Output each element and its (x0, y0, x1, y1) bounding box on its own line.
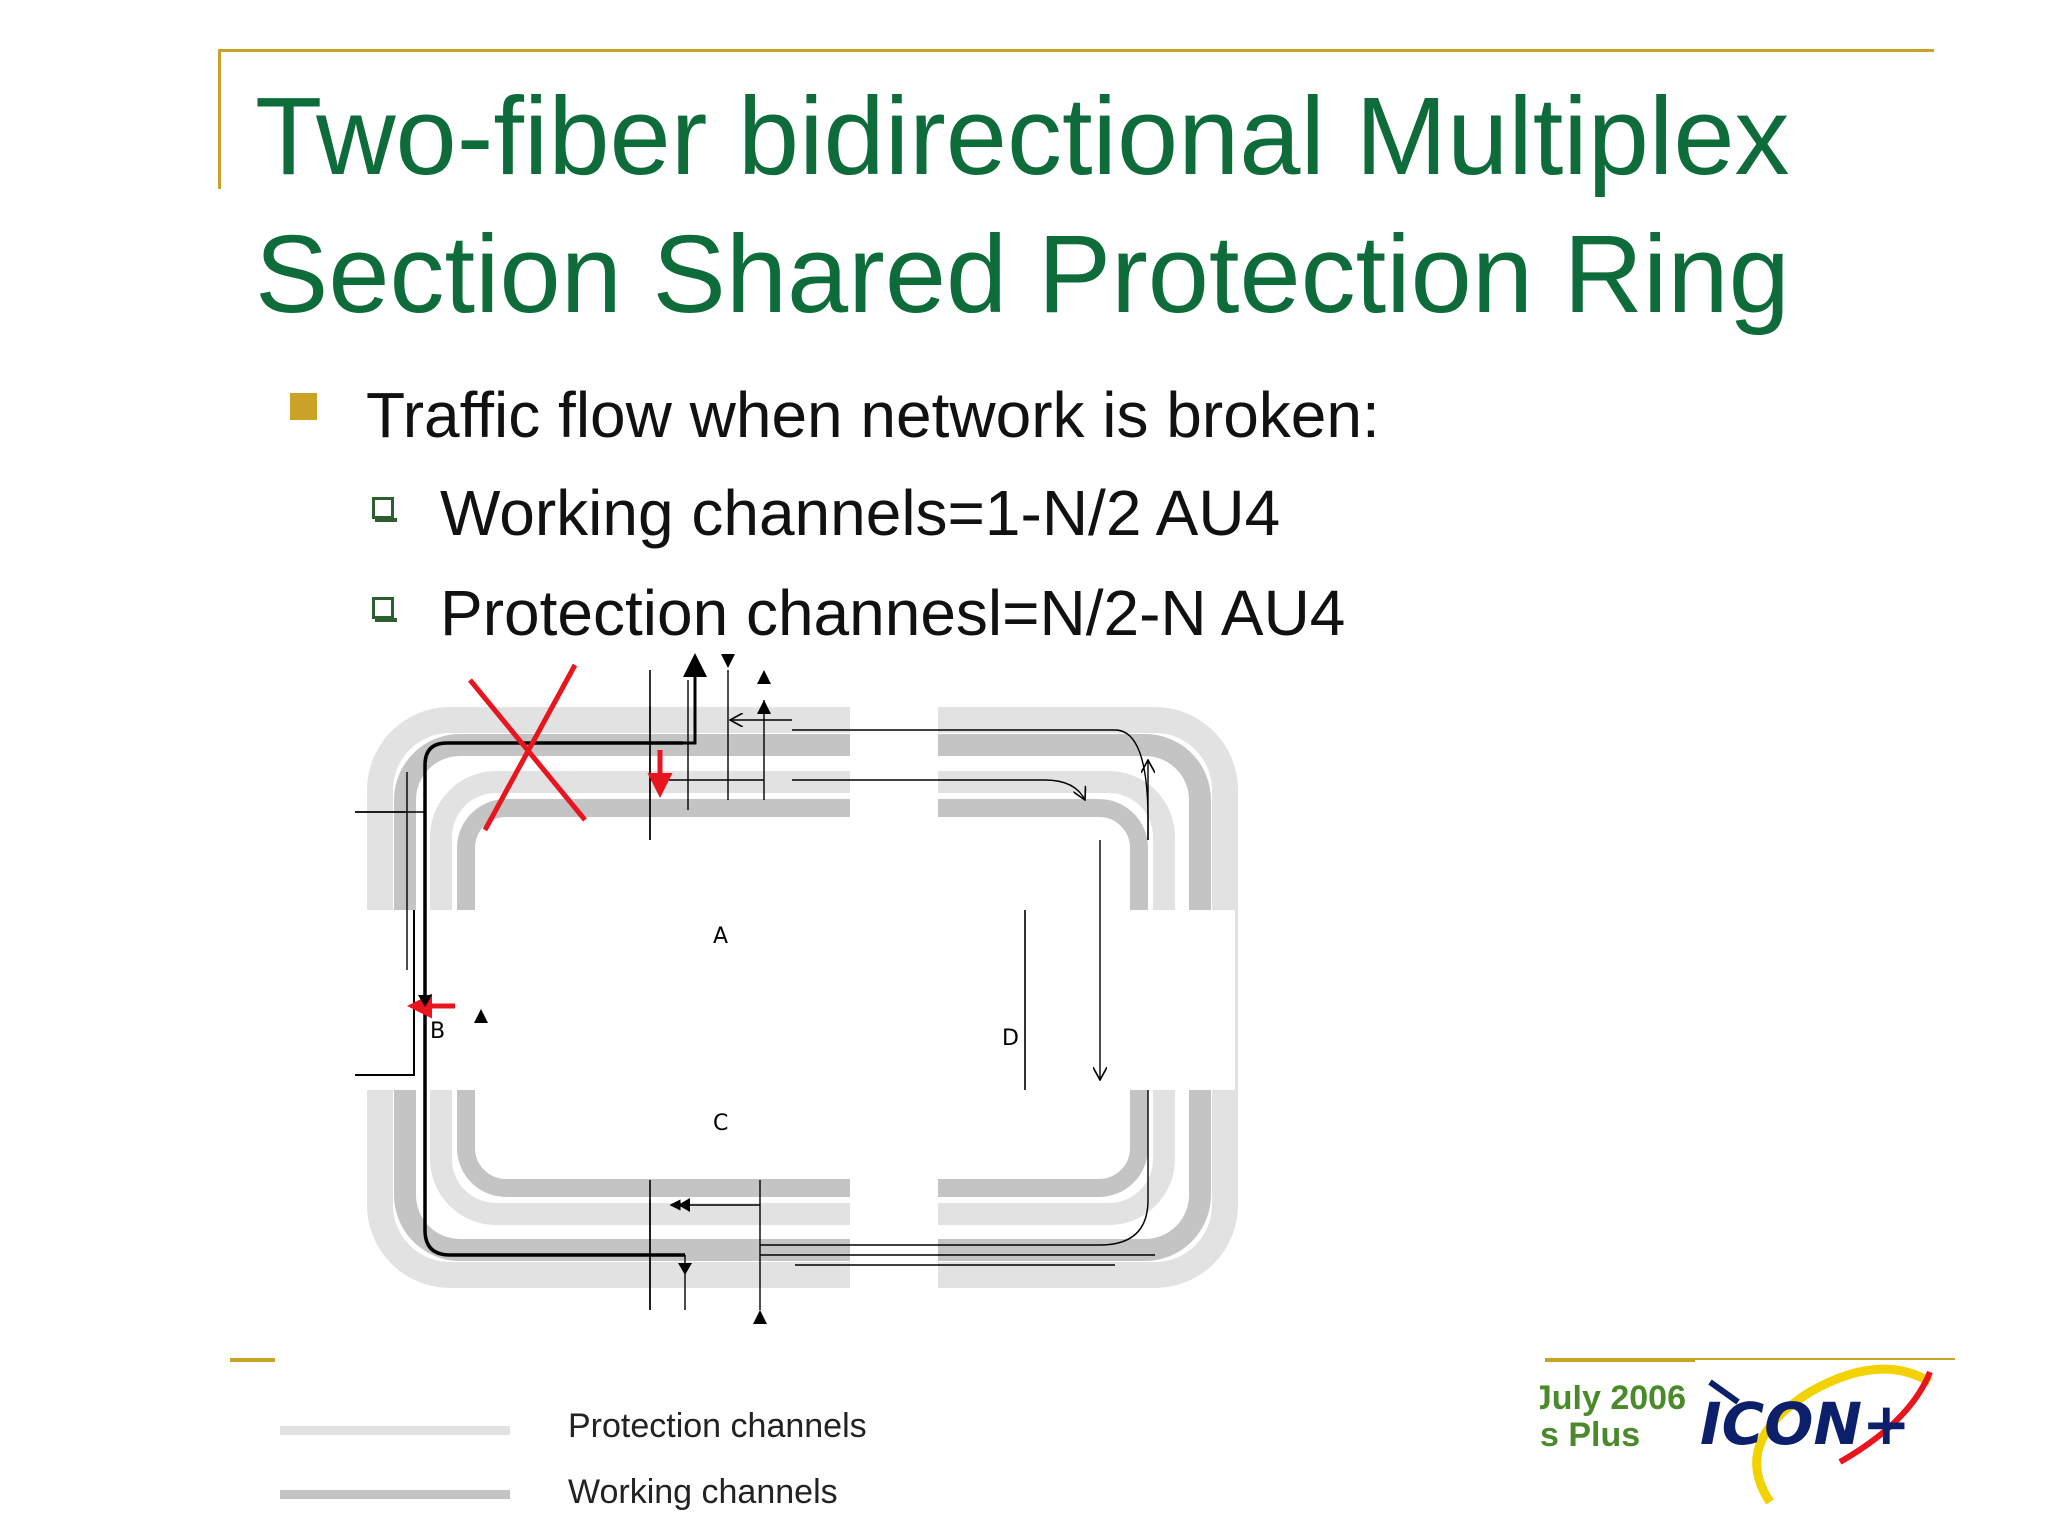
legend-label-working: Working channels (568, 1473, 838, 1511)
side-gap (355, 910, 1235, 1090)
node-a-drop-path (683, 653, 707, 745)
logo-yellow-swoosh (1752, 1364, 1933, 1505)
footer-rule-right-thin (1695, 1358, 1955, 1360)
footer-date: July 2006 (1540, 1385, 1686, 1417)
node-label-d: D (1002, 1026, 1019, 1051)
direction-triangles (418, 654, 771, 1324)
icon-plus-logo: ICON+ (1700, 1364, 1933, 1505)
title-line-2: Section Shared Protection Ring (255, 213, 1790, 336)
node-label-a: A (713, 924, 728, 949)
slide-title: Two-fiber bidirectional Multiplex Sectio… (255, 68, 1935, 344)
node-label-c: C (713, 1111, 728, 1136)
checkbox-bullet-icon (372, 497, 397, 522)
bullet-working-channels: Working channels=1-N/2 AU4 (440, 477, 1281, 549)
legend-label-protection: Protection channels (568, 1407, 867, 1445)
ring-diagram: A B C D (355, 653, 1238, 1324)
node-label-b: B (430, 1019, 445, 1044)
footer-org: s Plus (1540, 1420, 1641, 1454)
legend-swatch-working (280, 1490, 510, 1499)
bullet-protection-channels: Protection channesl=N/2-N AU4 (440, 577, 1346, 636)
footer-rule-right (1545, 1358, 1695, 1362)
logo-dash (1708, 1379, 1740, 1405)
node-c-gap (850, 1160, 938, 1310)
footer-date-clip: July 2006 (1540, 1385, 1690, 1419)
fiber-cut-marker (468, 663, 587, 832)
legend-swatch-protection (280, 1426, 510, 1435)
node-a-gap (850, 680, 938, 840)
traffic-lines (355, 670, 1155, 1310)
checkbox-bullet-icon (372, 597, 397, 622)
logo-wordmark: ICON+ (1700, 1390, 1911, 1458)
node-b-bracket (355, 910, 415, 1076)
logo-red-swoosh (1838, 1370, 1933, 1465)
title-line-1: Two-fiber bidirectional Multiplex (255, 75, 1790, 198)
bullet-area: Traffic flow when network is broken: Wor… (0, 0, 2048, 636)
bullet-traffic-flow: Traffic flow when network is broken: (366, 379, 1380, 451)
title-frame-left (218, 49, 221, 189)
footer-org-clip: s Plus (1540, 1420, 1690, 1460)
square-bullet-icon (290, 393, 317, 420)
title-frame-top (218, 49, 1934, 52)
footer-rule-left (230, 1358, 275, 1362)
